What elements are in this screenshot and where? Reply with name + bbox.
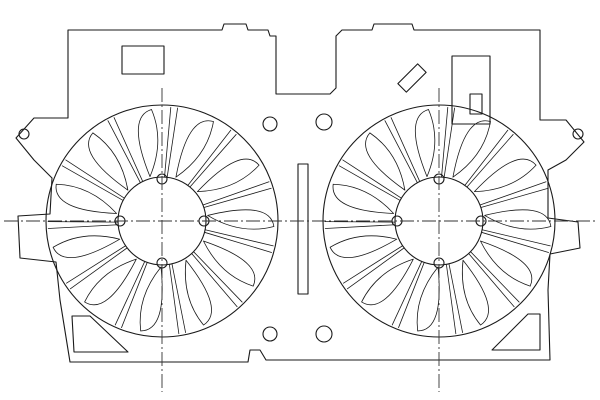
left-fan-blade xyxy=(137,109,159,177)
right-fan-spoke xyxy=(338,159,402,201)
right-fan-spoke xyxy=(391,261,425,328)
right-fan-blade xyxy=(332,183,395,214)
left-fan-spoke xyxy=(61,159,125,201)
mount-hole-right-ear xyxy=(572,128,584,140)
right-fan-spoke xyxy=(468,251,520,308)
left-fan-blade xyxy=(175,120,214,178)
left-fan-spoke xyxy=(47,221,119,229)
right-fan-spoke xyxy=(343,245,405,290)
right-fan-blade xyxy=(474,158,537,193)
right-fan-blade xyxy=(361,258,414,306)
left-fan-blade xyxy=(55,183,118,214)
left-fan-spoke xyxy=(191,251,243,308)
right-fan-spoke xyxy=(384,117,421,184)
left-fan-spoke xyxy=(187,129,237,188)
left-fan-blade xyxy=(88,132,129,191)
left-fan-spoke xyxy=(66,245,128,290)
left-fan-spoke xyxy=(168,263,186,335)
mount-hole-top-right xyxy=(315,113,333,131)
right-fan-blade xyxy=(416,266,440,332)
left-top-slot xyxy=(121,45,165,75)
mount-hole-bottom-right xyxy=(315,325,333,343)
left-fan-spoke xyxy=(107,117,144,184)
right-fan-blade xyxy=(462,259,489,326)
right-fan-spoke xyxy=(445,263,463,335)
mount-hole-top-left xyxy=(262,116,278,132)
mount-hole-bottom-left xyxy=(262,326,278,342)
right-bottom-bracket xyxy=(491,313,541,351)
right-fan-spoke xyxy=(464,129,514,188)
mount-hole-left-ear xyxy=(18,128,30,140)
left-fan-blade xyxy=(197,158,260,193)
left-fan-blade xyxy=(207,209,275,230)
right-fan-spoke xyxy=(324,221,396,229)
left-fan-blade xyxy=(185,259,212,326)
right-fan-blade xyxy=(414,109,436,177)
right-inner-slot xyxy=(469,93,483,115)
left-fan-blade xyxy=(52,235,121,259)
left-fan-blade xyxy=(139,266,163,332)
center-divider-bar xyxy=(297,163,309,295)
right-fan-blade xyxy=(329,235,398,259)
left-fan-blade xyxy=(84,258,137,306)
left-fan-spoke xyxy=(164,106,178,178)
left-bottom-bracket xyxy=(71,315,129,353)
left-fan-spoke xyxy=(204,229,274,253)
left-fan-spoke xyxy=(202,181,272,208)
right-tab-slot xyxy=(397,63,427,93)
right-fan-blade xyxy=(480,240,533,287)
left-fan-blade xyxy=(203,240,256,287)
right-fan-spoke xyxy=(479,181,549,208)
right-fan-blade xyxy=(452,120,491,178)
right-fan-blade xyxy=(484,209,552,230)
right-fan-spoke xyxy=(481,229,551,253)
right-fan-spoke xyxy=(441,106,455,178)
shroud-outline xyxy=(15,23,585,363)
right-fan-blade xyxy=(365,132,406,191)
left-fan-spoke xyxy=(114,261,148,328)
